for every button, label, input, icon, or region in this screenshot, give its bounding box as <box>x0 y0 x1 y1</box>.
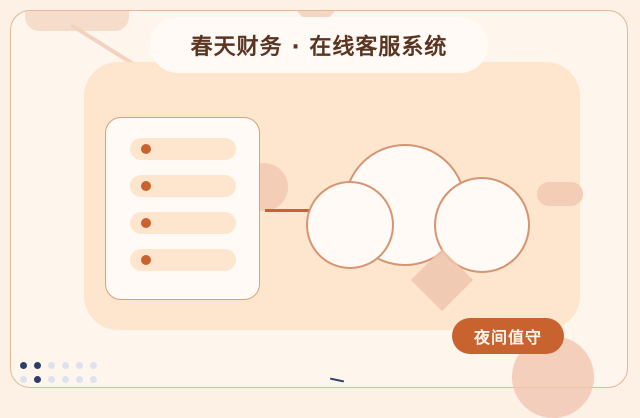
connector-line <box>265 209 331 212</box>
dot <box>76 376 83 383</box>
bullet-dot <box>141 218 151 228</box>
dot <box>34 376 41 383</box>
dot <box>62 376 69 383</box>
dot <box>20 376 27 383</box>
bullet-dot <box>141 181 151 191</box>
dot <box>90 362 97 369</box>
list-item <box>130 249 236 271</box>
dot-grid <box>20 362 98 383</box>
decor-pill <box>537 182 583 206</box>
title-pill: 春天财务 · 在线客服系统 <box>150 17 488 73</box>
dot <box>20 362 27 369</box>
dot <box>34 362 41 369</box>
dot <box>62 362 69 369</box>
dot <box>76 362 83 369</box>
dot <box>48 362 55 369</box>
dot <box>48 376 55 383</box>
page-title: 春天财务 · 在线客服系统 <box>190 35 448 60</box>
cloud-circle-left <box>306 181 394 269</box>
bullet-dot <box>141 144 151 154</box>
list-item <box>130 212 236 234</box>
decor-tab <box>25 11 129 31</box>
list-item <box>130 175 236 197</box>
dot <box>90 376 97 383</box>
list-card-icon <box>105 117 260 300</box>
badge-label: 夜间值守 <box>473 328 542 347</box>
bullet-dot <box>141 255 151 265</box>
night-duty-badge: 夜间值守 <box>452 318 564 354</box>
list-item <box>130 138 236 160</box>
